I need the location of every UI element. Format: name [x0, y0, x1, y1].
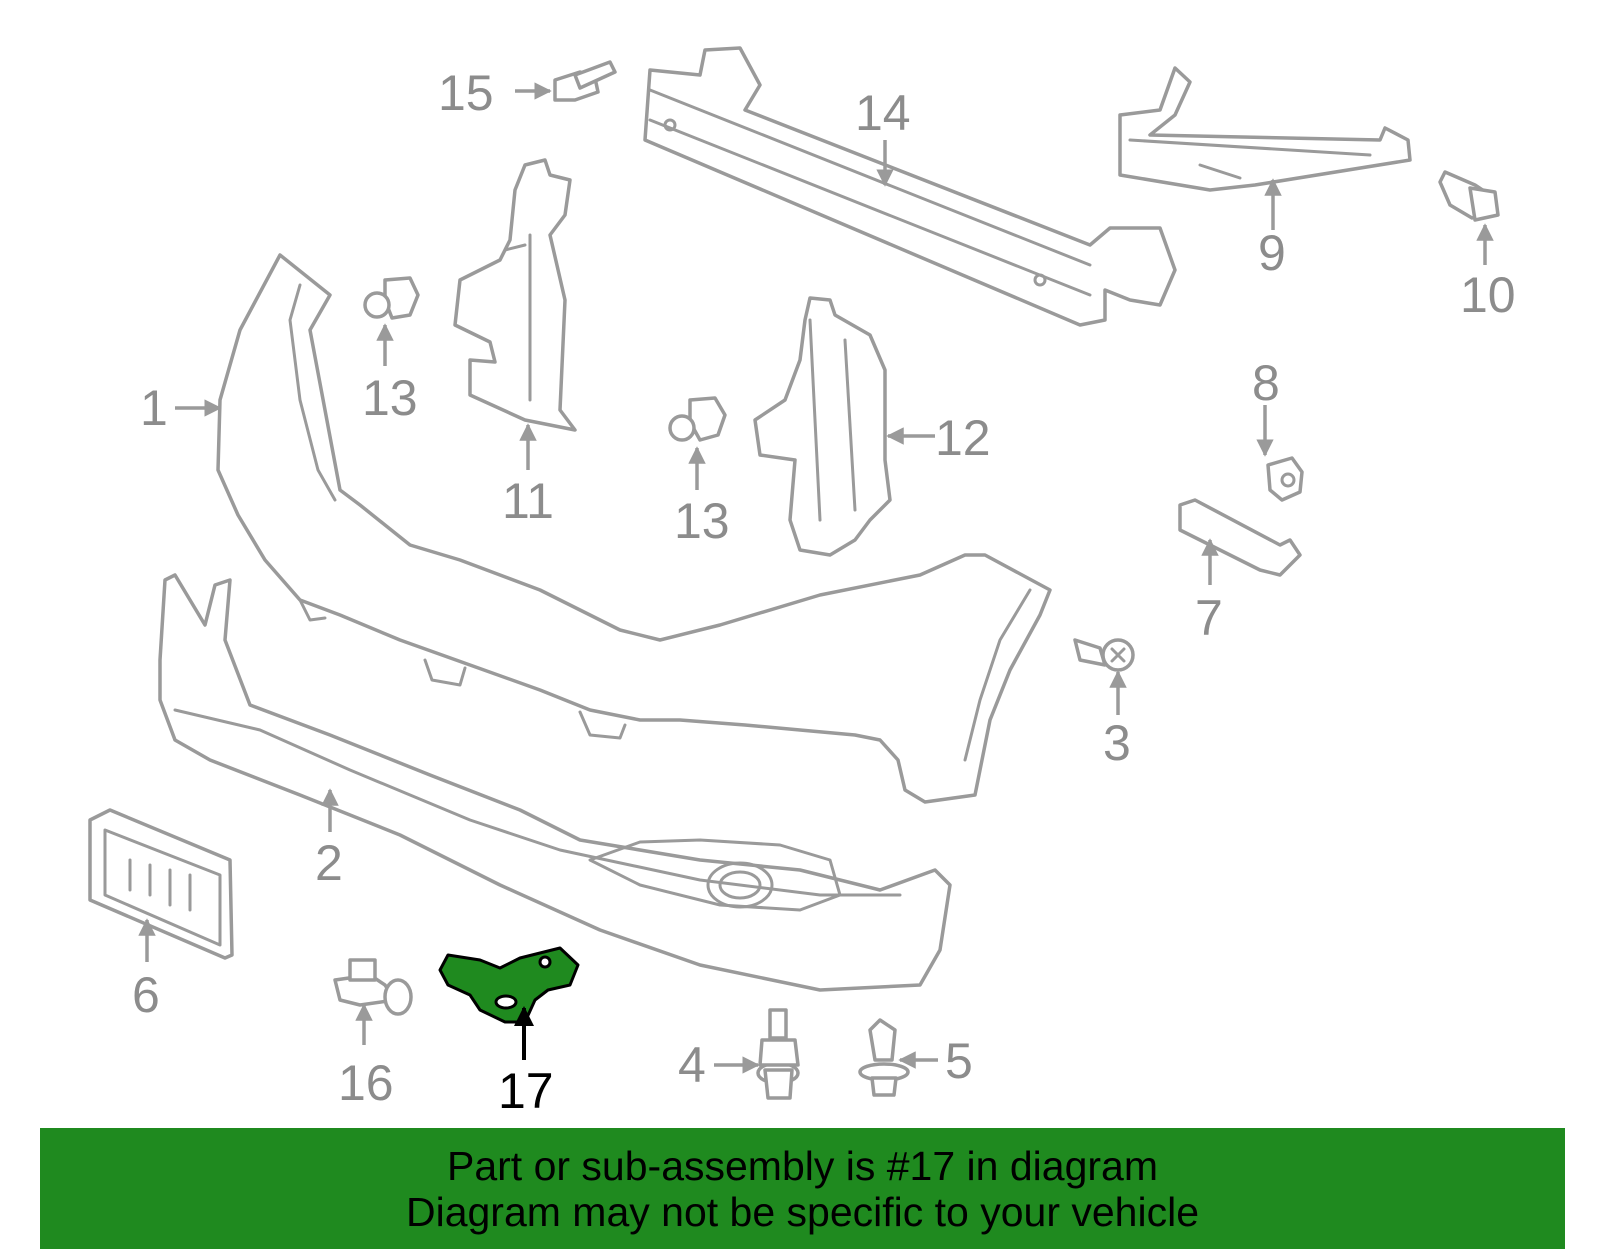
- callout-labels: 15 14 9 10 13 1 12 8 11 13 7 3 2 6 16 4 …: [132, 65, 1516, 1119]
- leader-lines: [138, 82, 1494, 1074]
- part-10-bolt[interactable]: [1438, 170, 1500, 222]
- part-17-bracket[interactable]: [438, 946, 580, 1024]
- callout-5: 5: [945, 1033, 973, 1089]
- part-11-left-bracket[interactable]: [453, 158, 577, 432]
- callout-7: 7: [1195, 590, 1223, 646]
- callout-15: 15: [438, 65, 494, 121]
- part-13-clip-upper[interactable]: [363, 276, 420, 320]
- part-5-push-clip[interactable]: [858, 1018, 910, 1097]
- callout-16: 16: [338, 1055, 394, 1111]
- part-6-license-plate-bracket[interactable]: [88, 808, 234, 960]
- callout-6: 6: [132, 967, 160, 1023]
- callout-4: 4: [678, 1037, 706, 1093]
- banner-line-2: Diagram may not be specific to your vehi…: [405, 1188, 1199, 1235]
- callout-17: 17: [498, 1063, 554, 1119]
- callout-11: 11: [502, 473, 554, 529]
- part-8-nut[interactable]: [1266, 456, 1304, 502]
- part-15-bolt[interactable]: [553, 60, 617, 102]
- info-banner: Part or sub-assembly is #17 in diagram D…: [40, 1128, 1565, 1249]
- part-1-bumper-cover[interactable]: [216, 253, 1052, 804]
- part-16-sensor[interactable]: [333, 958, 413, 1016]
- callout-12: 12: [935, 410, 991, 466]
- callout-13-upper: 13: [362, 370, 418, 426]
- part-2-lower-valance[interactable]: [158, 573, 952, 992]
- callout-2: 2: [315, 835, 343, 891]
- callout-14: 14: [855, 85, 911, 141]
- callout-10: 10: [1460, 267, 1516, 323]
- part-7-bracket[interactable]: [1178, 498, 1302, 577]
- banner-line-1: Part or sub-assembly is #17 in diagram: [447, 1142, 1158, 1189]
- callout-1: 1: [140, 380, 168, 436]
- part-14-reinforcement-beam[interactable]: [643, 46, 1177, 327]
- part-12-right-bracket[interactable]: [753, 296, 892, 557]
- part-3-screw[interactable]: [1073, 638, 1135, 672]
- callout-3: 3: [1103, 715, 1131, 771]
- callout-13-lower: 13: [674, 493, 730, 549]
- part-13-clip-lower[interactable]: [668, 396, 727, 442]
- part-4-bolt[interactable]: [756, 1008, 800, 1100]
- callout-9: 9: [1258, 225, 1286, 281]
- callout-8: 8: [1252, 355, 1280, 411]
- part-9-side-bracket[interactable]: [1118, 66, 1412, 192]
